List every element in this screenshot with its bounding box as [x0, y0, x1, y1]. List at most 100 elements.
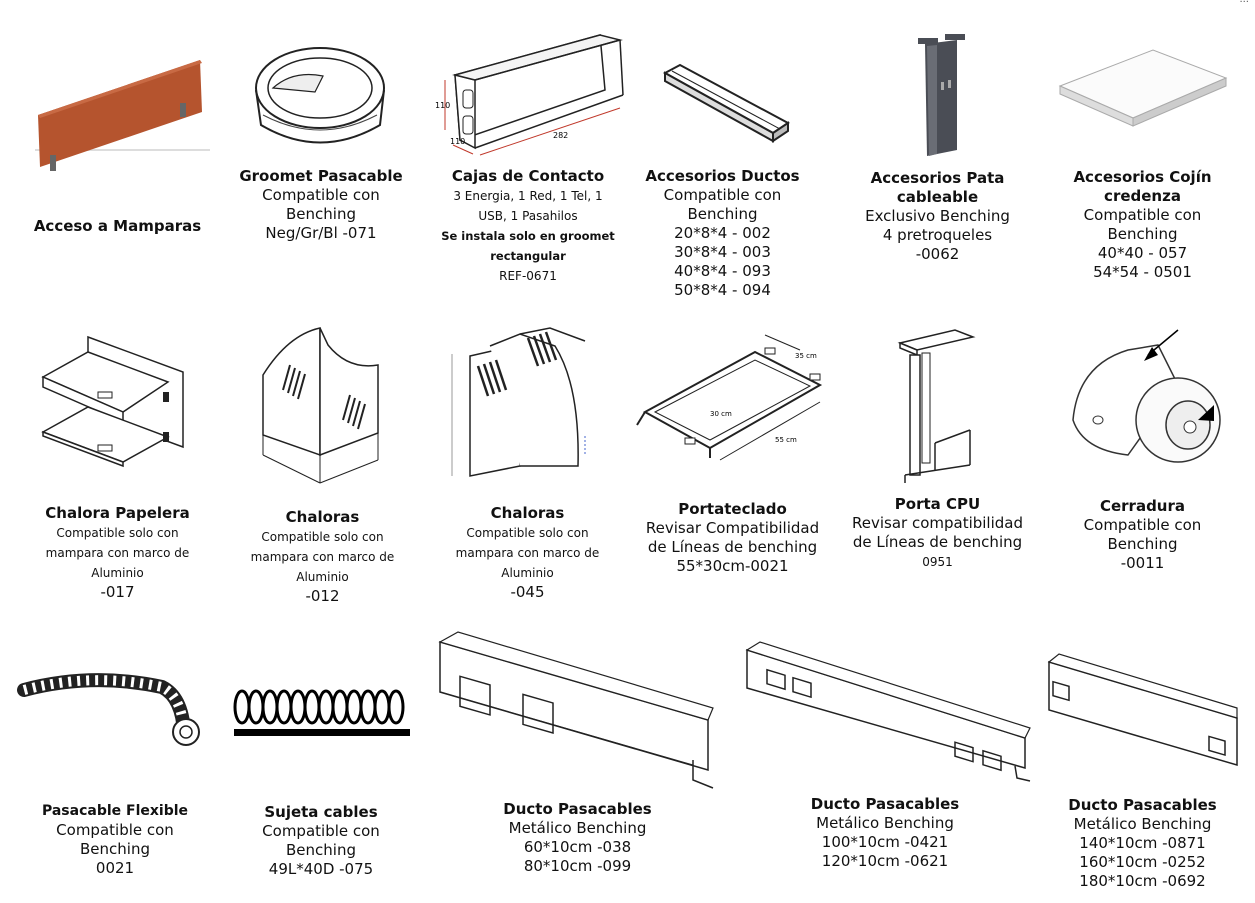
dim-label: 30 cm	[710, 410, 732, 418]
product-line: 49L*40D -075	[268, 860, 374, 878]
product-line: Benching	[286, 205, 356, 223]
product-small-line: Compatible solo con	[261, 530, 384, 544]
product-line: 0021	[95, 859, 135, 877]
metal-duct-image	[745, 638, 1031, 783]
product-title: Chalora Papelera	[45, 504, 190, 522]
chalora-papelera-caption: Chalora Papelera Compatible solo con mam…	[30, 504, 205, 602]
grommet-image	[253, 40, 388, 155]
product-title: Accesorios Ductos	[645, 167, 800, 185]
product-line: Compatible con	[1083, 206, 1202, 224]
product-small-line: Compatible solo con	[466, 526, 589, 540]
product-line: Revisar compatibilidad	[851, 514, 1024, 532]
product-small-line: Aluminio	[91, 566, 144, 580]
product-line: Compatible con	[262, 822, 380, 840]
metal-duct-image	[1047, 650, 1238, 770]
product-line: 120*10cm -0621	[821, 852, 949, 870]
cerradura-caption: Cerradura Compatible con Benching -0011	[1060, 497, 1225, 573]
product-line: Benching	[1107, 225, 1178, 243]
product-line: Benching	[286, 841, 356, 859]
dim-label: 35 cm	[795, 352, 817, 360]
product-line: Compatible con	[663, 186, 782, 204]
cable-leg-image	[915, 32, 970, 160]
product-title: Groomet Pasacable	[239, 167, 403, 185]
porta-cpu-caption: Porta CPU Revisar compatibilidad de Líne…	[845, 495, 1030, 572]
product-small-line: mampara con marco de	[45, 546, 190, 560]
product-small-line: mampara con marco de	[455, 546, 600, 560]
product-line: Metálico Benching	[1073, 815, 1212, 833]
product-small-line: mampara con marco de	[250, 550, 395, 564]
flexible-cable-image	[17, 662, 207, 747]
product-title: Cajas de Contacto	[451, 167, 605, 185]
product-line: 180*10cm -0692	[1079, 872, 1206, 890]
product-line: de Líneas de benching	[852, 533, 1023, 551]
product-small-line: Aluminio	[296, 570, 349, 584]
cable-coil-image	[232, 685, 412, 740]
product-title: Accesorios Cojín	[1073, 168, 1212, 186]
product-line: 40*40 - 057	[1097, 244, 1188, 262]
product-ref: REF-0671	[499, 269, 557, 283]
product-line: Metálico Benching	[508, 819, 647, 837]
product-line: 80*10cm -099	[523, 857, 632, 875]
product-code: 0951	[922, 555, 953, 569]
product-line: 160*10cm -0252	[1079, 853, 1206, 871]
product-title: credenza	[1104, 187, 1181, 205]
product-title: Ducto Pasacables	[810, 795, 960, 813]
duct-image	[660, 55, 790, 145]
cojin-caption: Accesorios Cojín credenza Compatible con…	[1060, 168, 1225, 282]
product-line: Compatible con	[56, 821, 174, 839]
product-title: Chaloras	[490, 504, 565, 522]
product-line: Compatible con	[262, 186, 380, 204]
product-line: Benching	[80, 840, 150, 858]
metal-duct-image	[438, 630, 714, 795]
product-line: Neg/Gr/Bl -071	[265, 224, 377, 242]
product-title: Ducto Pasacables	[503, 800, 652, 818]
product-line: -0062	[915, 245, 960, 263]
product-line: Exclusivo Benching	[865, 207, 1010, 225]
cpu-holder-image	[895, 325, 980, 485]
product-title: Portateclado	[678, 500, 787, 518]
product-line: -0011	[1120, 554, 1165, 572]
corner-mark: ...	[1239, 0, 1249, 5]
groomet-caption: Groomet Pasacable Compatible con Benchin…	[236, 167, 406, 243]
cushion-image	[1058, 48, 1228, 138]
pata-caption: Accesorios Pata cableable Exclusivo Benc…	[855, 169, 1020, 264]
cajas-caption: Cajas de Contacto 3 Energia, 1 Red, 1 Te…	[430, 167, 626, 286]
product-line: Metálico Benching	[816, 814, 954, 832]
product-small-line: Aluminio	[501, 566, 554, 580]
dim-label: 110	[435, 101, 450, 110]
magazine-holder-image	[450, 326, 600, 484]
product-line: 55*30cm-0021	[676, 557, 789, 575]
product-note: Se instala solo en groomet	[441, 229, 615, 243]
portateclado-caption: Portateclado Revisar Compatibilidad de L…	[635, 500, 830, 576]
dim-label: 282	[553, 131, 568, 140]
paper-tray-image	[38, 332, 188, 468]
product-title: Accesorios Pata	[870, 169, 1005, 187]
ducto-60-caption: Ducto Pasacables Metálico Benching 60*10…	[485, 800, 670, 876]
product-title: Chaloras	[285, 508, 360, 526]
product-small-line: 3 Energia, 1 Red, 1 Tel, 1	[453, 189, 603, 203]
ducto-100-caption: Ducto Pasacables Metálico Benching 100*1…	[795, 795, 975, 871]
product-title: Cerradura	[1099, 497, 1186, 515]
product-line: Benching	[1107, 535, 1178, 553]
lock-image	[1068, 325, 1221, 465]
product-line: de Líneas de benching	[647, 538, 818, 556]
product-title: cableable	[896, 188, 979, 206]
product-line: 100*10cm -0421	[821, 833, 949, 851]
product-line: Revisar Compatibilidad	[645, 519, 820, 537]
pasacable-flexible-caption: Pasacable Flexible Compatible con Benchi…	[30, 802, 200, 878]
sujeta-cables-caption: Sujeta cables Compatible con Benching 49…	[236, 803, 406, 879]
product-line: Compatible con	[1083, 516, 1202, 534]
product-small-line: Compatible solo con	[56, 526, 179, 540]
dim-label: 110	[450, 137, 465, 146]
product-code: -012	[305, 587, 340, 605]
product-line: Benching	[687, 205, 758, 223]
acceso-mamparas-caption: Acceso a Mamparas	[20, 217, 215, 236]
product-title: Acceso a Mamparas	[33, 217, 202, 235]
panel-image	[30, 55, 215, 175]
product-line: 140*10cm -0871	[1079, 834, 1206, 852]
chaloras-045-caption: Chaloras Compatible solo con mampara con…	[440, 504, 615, 602]
product-line: 50*8*4 - 094	[674, 281, 771, 299]
product-note: rectangular	[490, 249, 566, 263]
product-title: Pasacable Flexible	[41, 803, 189, 819]
dim-label: 55 cm	[775, 436, 797, 444]
